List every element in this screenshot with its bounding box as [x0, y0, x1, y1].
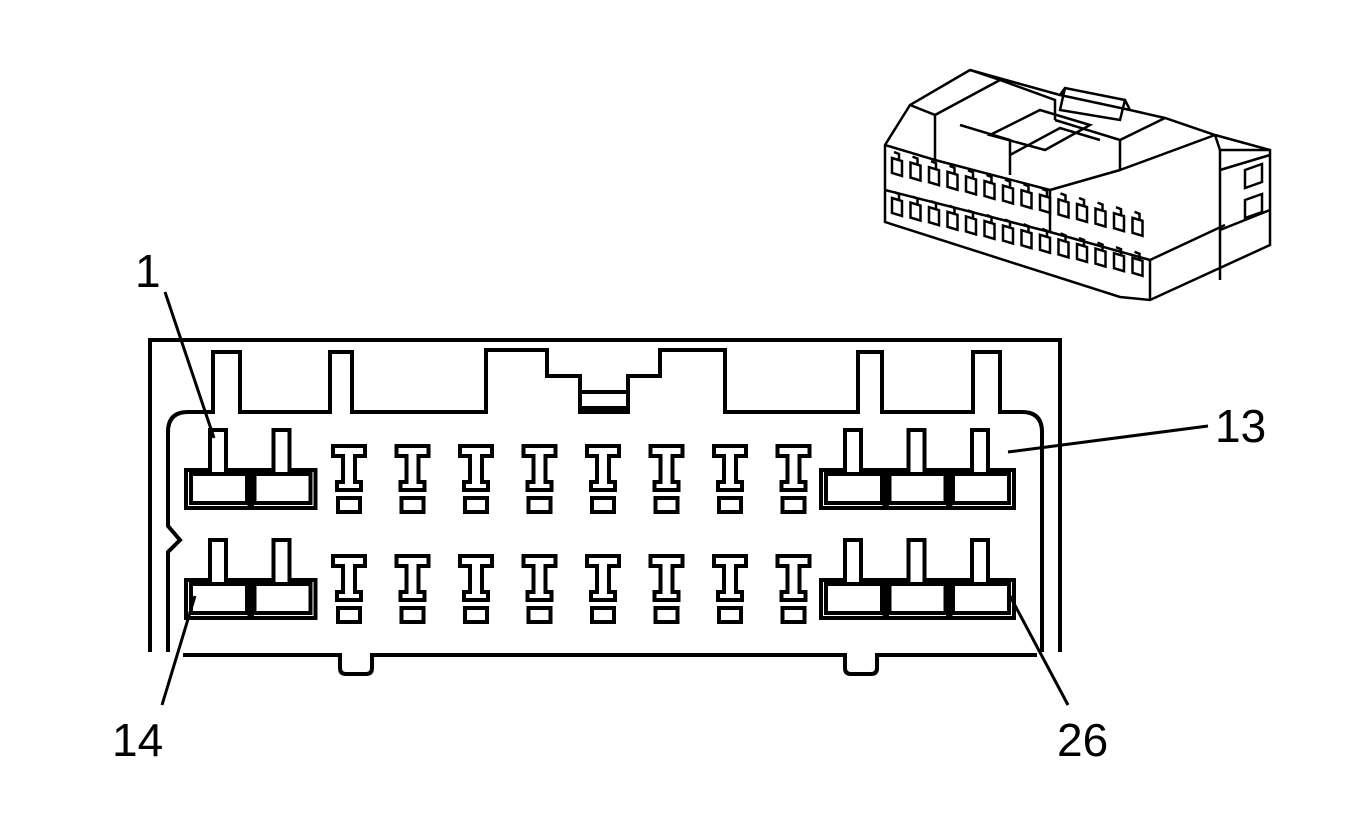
iso-cavity: [964, 169, 978, 197]
iso-cavity: [946, 204, 959, 232]
pin-cavity-15: [247, 538, 318, 620]
pin-label-13: 13: [1215, 400, 1266, 452]
pin-cavity-17: [394, 554, 431, 624]
iso-cavity: [927, 200, 941, 227]
iso-cavity: [909, 155, 922, 183]
pin-cavity-18: [458, 554, 494, 624]
pin-cavity-12: [882, 428, 953, 510]
pin-label-1: 1: [135, 245, 161, 297]
pin-cavity-22: [712, 554, 748, 624]
iso-cavity: [1001, 178, 1015, 206]
pin-cavity-20: [585, 554, 621, 624]
pin-cavities: [184, 428, 1016, 624]
pin-cavity-26: [946, 538, 1016, 620]
iso-cavity: [1038, 227, 1052, 255]
iso-cavity: [890, 150, 904, 178]
iso-cavity: [1131, 210, 1144, 238]
pin-cavity-9: [712, 444, 748, 514]
pin-cavity-23: [775, 554, 812, 624]
leader-pin-13: [1007, 424, 1209, 454]
leader-pin-14: [160, 595, 197, 706]
pin-cavity-11: [819, 428, 889, 510]
iso-cavity: [890, 190, 904, 218]
pin-cavity-16: [331, 554, 367, 624]
iso-cavity: [1020, 183, 1033, 210]
pin-cavity-4: [394, 444, 431, 514]
pin-cavity-10: [775, 444, 812, 514]
pin-cavity-19: [521, 554, 558, 624]
pin-cavity-7: [585, 444, 621, 514]
pin-label-26: 26: [1057, 714, 1108, 766]
pin-cavity-3: [331, 444, 367, 514]
iso-cavity: [1057, 192, 1070, 220]
iso-cavity: [1075, 196, 1089, 224]
iso-cavity: [909, 195, 922, 223]
iso-cavity: [1094, 241, 1107, 269]
leader-pin-26: [1008, 595, 1070, 706]
pin-cavity-6: [521, 444, 558, 514]
connector-face: [148, 338, 1062, 676]
iso-cavity: [1131, 250, 1144, 278]
pin-cavity-24: [819, 538, 889, 620]
pin-cavity-8: [648, 444, 685, 514]
pin-cavity-5: [458, 444, 494, 514]
pin-label-14: 14: [112, 714, 163, 766]
iso-cavity: [983, 173, 996, 201]
pin-cavity-1: [184, 428, 254, 510]
pin-cavity-14: [184, 538, 254, 620]
iso-cavity: [1038, 187, 1052, 215]
iso-cavity: [1112, 206, 1126, 233]
pin-cavity-25: [882, 538, 953, 620]
iso-cavity: [964, 209, 978, 237]
iso-cavity: [983, 213, 996, 241]
pin-cavity-21: [648, 554, 685, 624]
iso-cavity: [1094, 201, 1107, 229]
leader-pin-1: [163, 291, 216, 439]
iso-cavity: [1057, 232, 1070, 260]
pin-cavity-2: [247, 428, 318, 510]
iso-cavity: [1112, 246, 1126, 273]
iso-cavity: [927, 160, 941, 187]
connector-isometric-view: [883, 68, 1272, 302]
iso-cavity: [946, 164, 959, 192]
pin-cavity-13: [946, 428, 1016, 510]
iso-cavity: [1075, 236, 1089, 264]
iso-cavity: [1020, 223, 1033, 250]
iso-cavity: [1001, 218, 1015, 246]
